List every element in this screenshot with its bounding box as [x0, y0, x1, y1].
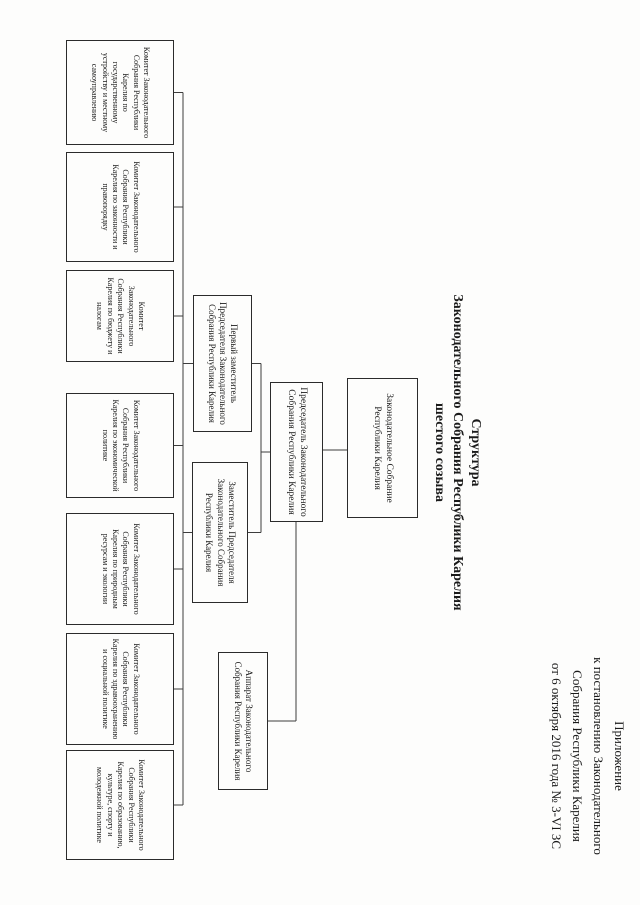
box-legislative-assembly: Законодательное Собрание Республики Каре…: [347, 378, 418, 518]
box-committee-economic-policy: Комитет Законодательного Собрания Респуб…: [66, 393, 174, 498]
box-deputy-chairman: Заместитель Председателя Законодательног…: [192, 462, 248, 603]
box-committee-healthcare-social: Комитет Законодательного Собрания Респуб…: [66, 633, 174, 745]
box-committee-budget-taxes: Комитет Законодательного Собрания Респуб…: [66, 270, 174, 362]
box-committee-legality: Комитет Законодательного Собрания Респуб…: [66, 152, 174, 262]
box-chairman: Председатель Законодательного Собрания Р…: [270, 382, 323, 522]
box-first-deputy-chairman: Первый заместитель Председателя Законода…: [193, 295, 252, 432]
box-committee-natural-resources: Комитет Законодательного Собрания Респуб…: [66, 513, 174, 625]
box-committee-education-culture: Комитет Законодательного Собрания Респуб…: [66, 750, 174, 860]
box-apparatus: Аппарат Законодательного Собрания Респуб…: [218, 652, 268, 790]
box-committee-state-structure: Комитет Законодательного Собрания Респуб…: [66, 40, 174, 145]
